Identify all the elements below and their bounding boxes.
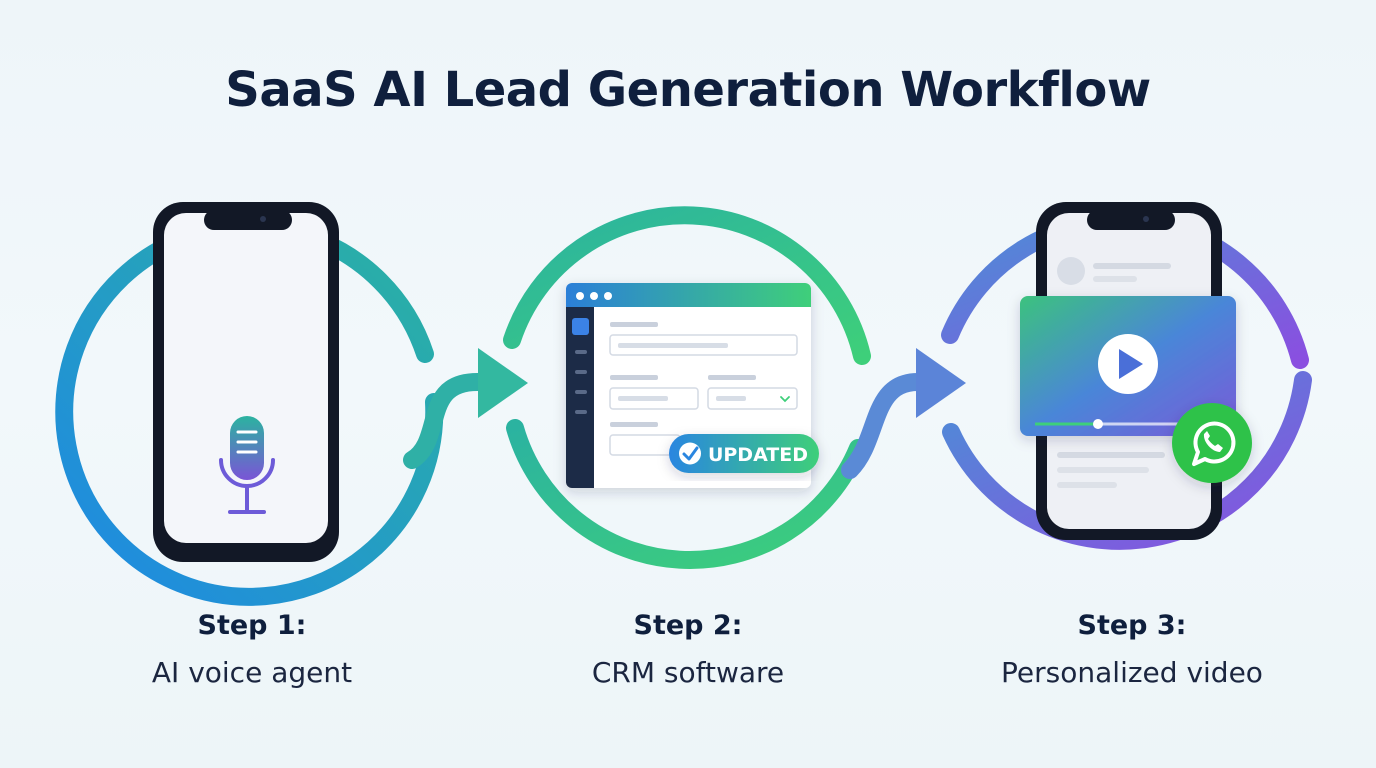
phone-icon (153, 202, 339, 562)
microphone-icon (219, 416, 275, 514)
step-3-graphic (941, 202, 1312, 550)
updated-badge (669, 434, 819, 473)
step-1-number: Step 1: (197, 610, 307, 641)
step-3-number: Step 3: (1077, 610, 1187, 641)
step-1-name: AI voice agent (151, 656, 353, 689)
page-title: SaaS AI Lead Generation Workflow (225, 62, 1151, 118)
arrow-head-2 (916, 348, 966, 418)
step-2-ring-top (503, 206, 871, 365)
waveform-icon (185, 288, 306, 388)
step-2-graphic: UPDATED (503, 206, 966, 569)
whatsapp-icon (1172, 403, 1252, 483)
step-2-name: CRM software (591, 656, 785, 689)
updated-badge-label: UPDATED (708, 444, 808, 466)
checkmark-icon (679, 442, 701, 465)
connector-arrow-1 (403, 372, 489, 469)
step-2-ring-bottom (506, 419, 867, 569)
step-3-name: Personalized video (1001, 656, 1263, 689)
arrow-head-1 (478, 348, 528, 418)
step-1-graphic (55, 202, 528, 606)
step-2-number: Step 2: (633, 610, 743, 641)
connector-arrow-2 (841, 373, 927, 479)
